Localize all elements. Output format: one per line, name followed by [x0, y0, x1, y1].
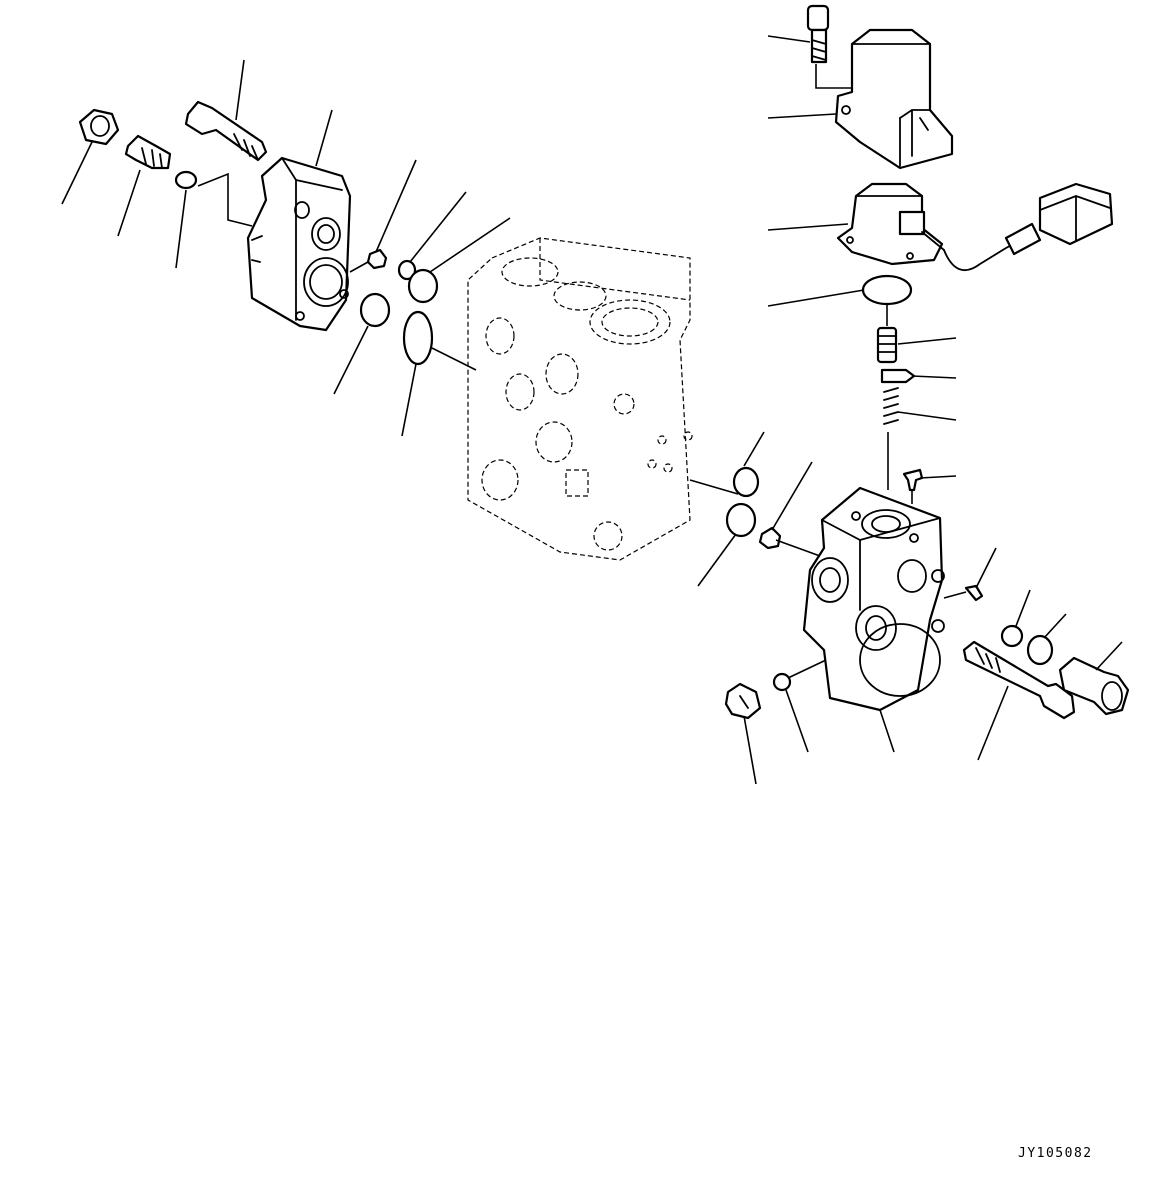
right-plug-assembly — [1058, 656, 1130, 716]
solenoid-valve — [836, 182, 945, 266]
hex-nut — [78, 108, 120, 146]
o-ring-c — [732, 466, 760, 498]
o-ring-d — [725, 502, 757, 538]
o-ring-b — [407, 268, 439, 304]
long-bolt — [184, 100, 268, 162]
assembly-lines — [197, 64, 967, 679]
small-screw-top — [902, 468, 924, 492]
small-nipple — [366, 248, 388, 270]
callout-leaders — [61, 35, 1123, 785]
drain-plug — [724, 682, 762, 720]
small-o-ring-left — [174, 170, 198, 190]
right-valve-housing — [802, 486, 945, 712]
solenoid-cover — [834, 28, 954, 170]
solenoid-o-ring — [861, 274, 913, 306]
plug-right — [1026, 634, 1054, 666]
left-cover-plate — [246, 156, 352, 332]
socket-cap-screw — [806, 4, 830, 64]
drawing-code: JY105082 — [1018, 1146, 1093, 1161]
threaded-fitting — [124, 134, 172, 170]
o-ring-a — [397, 259, 417, 281]
spring-stack — [876, 326, 916, 425]
large-o-ring-left — [402, 310, 434, 366]
small-o-ring-bottom — [772, 672, 792, 692]
right-bolt — [962, 640, 1076, 720]
small-screw-right — [964, 584, 984, 602]
plug-left — [359, 292, 391, 328]
valve-body-phantom — [467, 237, 693, 561]
connector-wire — [943, 182, 1114, 272]
o-ring-e — [1000, 624, 1024, 648]
small-plug-mid — [758, 526, 782, 550]
